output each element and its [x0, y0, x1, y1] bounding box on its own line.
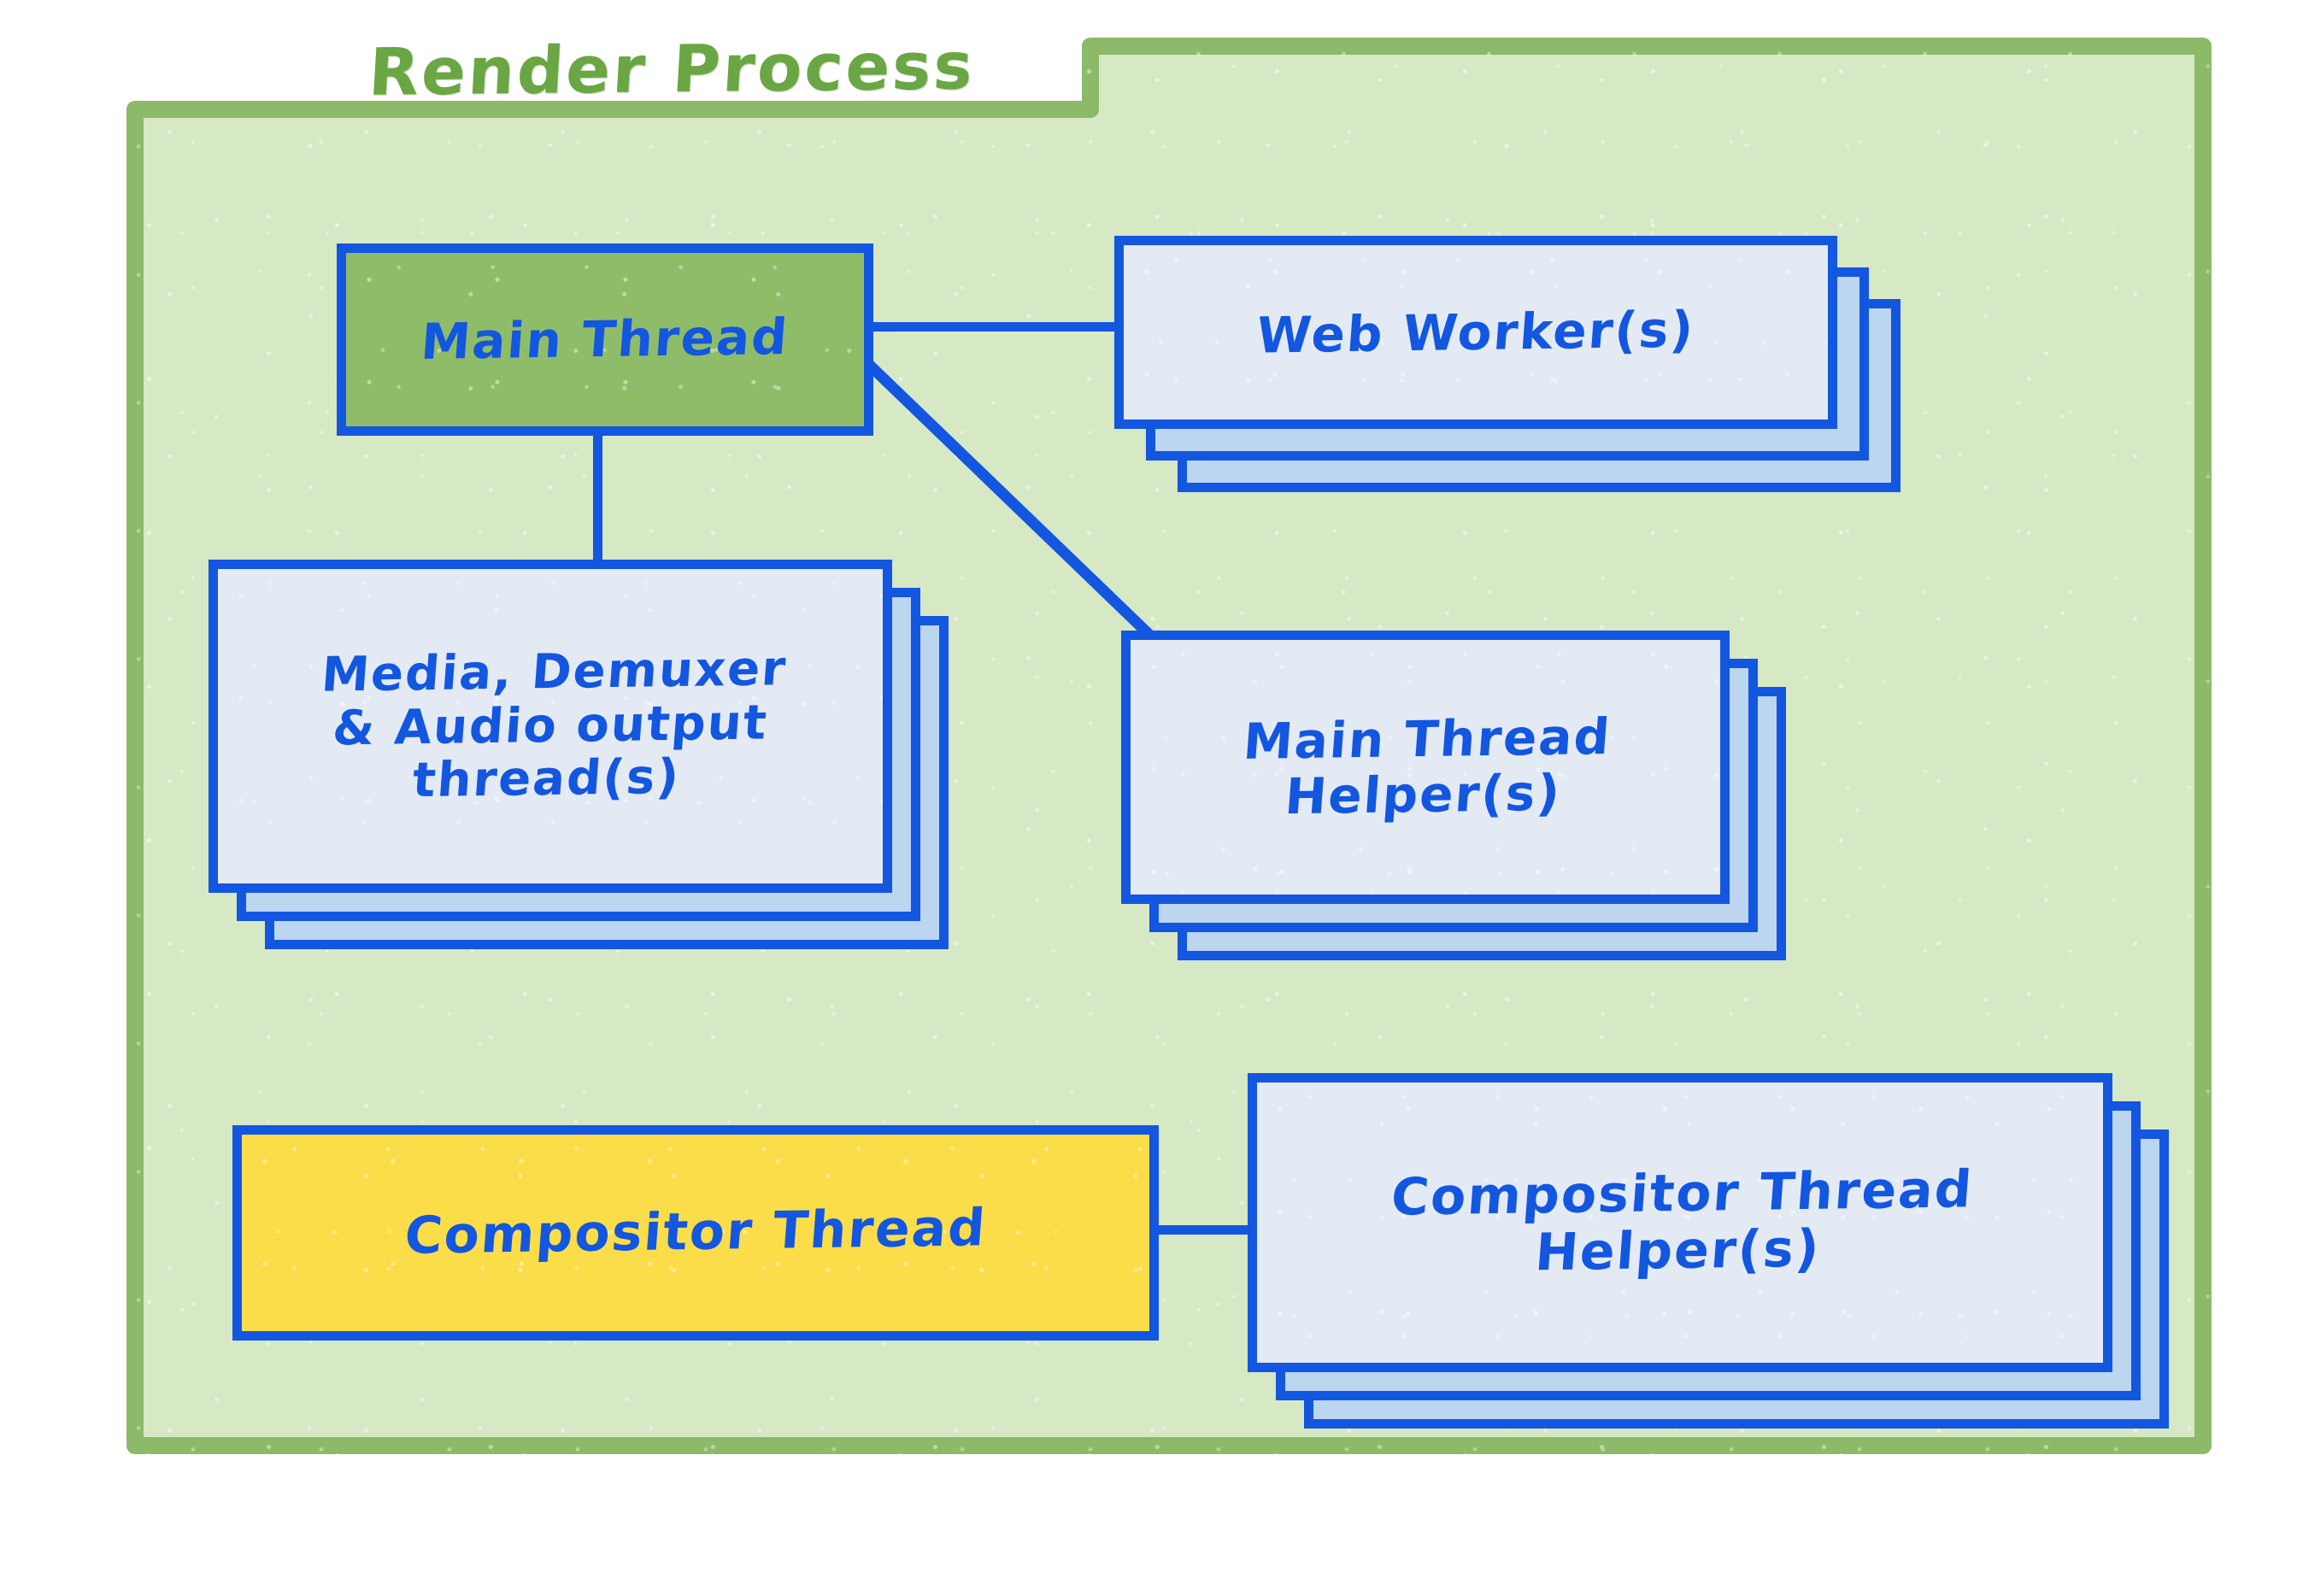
node-main-thread-helpers[interactable]: Main Thread Helper(s) — [1121, 631, 1796, 964]
edge-main-thread-to-main-thread-helpers — [855, 350, 1154, 641]
node-media-demuxer-audio-label: Media, Demuxer & Audio output thread(s) — [319, 641, 790, 809]
node-main-thread[interactable]: Main Thread — [337, 244, 873, 436]
media-card-front[interactable]: Media, Demuxer & Audio output thread(s) — [209, 560, 892, 893]
edge-main-thread-to-media-thread — [593, 436, 602, 566]
edge-compositor-thread-to-helpers — [1152, 1225, 1251, 1235]
main-helpers-card-front[interactable]: Main Thread Helper(s) — [1121, 631, 1730, 904]
node-compositor-thread-label: Compositor Thread — [402, 1198, 989, 1267]
edge-main-thread-to-web-workers — [873, 322, 1114, 332]
node-main-thread-label: Main Thread — [419, 308, 791, 372]
page-title: Render Process — [367, 27, 978, 110]
node-main-thread-helpers-label: Main Thread Helper(s) — [1241, 707, 1613, 826]
compositor-helpers-card-front[interactable]: Compositor Thread Helper(s) — [1248, 1073, 2112, 1372]
node-compositor-thread-helpers-label: Compositor Thread Helper(s) — [1389, 1159, 1976, 1283]
node-web-workers-label: Web Worker(s) — [1254, 299, 1697, 365]
node-compositor-thread-helpers[interactable]: Compositor Thread Helper(s) — [1248, 1073, 2179, 1432]
node-compositor-thread[interactable]: Compositor Thread — [232, 1125, 1159, 1341]
node-media-demuxer-audio[interactable]: Media, Demuxer & Audio output thread(s) — [209, 560, 961, 953]
node-web-workers[interactable]: Web Worker(s) — [1114, 236, 1900, 492]
web-workers-card-front[interactable]: Web Worker(s) — [1114, 236, 1837, 429]
